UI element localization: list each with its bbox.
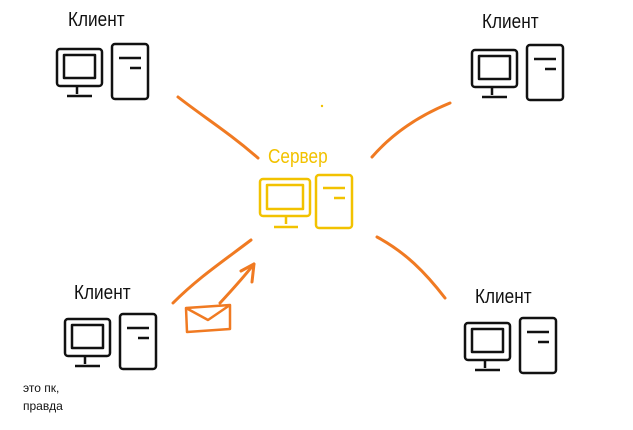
client-computer-icon [63, 312, 158, 371]
client-computer-icon [55, 42, 150, 101]
client-label-bottom-left: Клиент [74, 282, 131, 304]
client-label-top-left: Клиент [68, 9, 125, 31]
server-label: Сервер [268, 146, 328, 168]
connection-bottom-right [375, 235, 447, 300]
note-line-1: это пк, [23, 381, 60, 395]
connection-top-left [176, 95, 260, 160]
arrowhead [239, 262, 256, 284]
client-computer-icon [463, 316, 558, 375]
connection-top-right [370, 101, 452, 159]
envelope-icon [184, 303, 232, 334]
handwritten-note: это пк, правда [23, 379, 63, 415]
stray-dot [320, 104, 324, 108]
connection-bottom-left-lower [171, 238, 253, 305]
client-computer-icon [470, 43, 565, 102]
connection-bottom-left-arrow [218, 262, 256, 305]
note-line-2: правда [23, 399, 63, 413]
server-computer-icon [258, 173, 354, 230]
connections [171, 95, 452, 305]
client-label-top-right: Клиент [482, 11, 539, 33]
client-label-bottom-right: Клиент [475, 286, 532, 308]
